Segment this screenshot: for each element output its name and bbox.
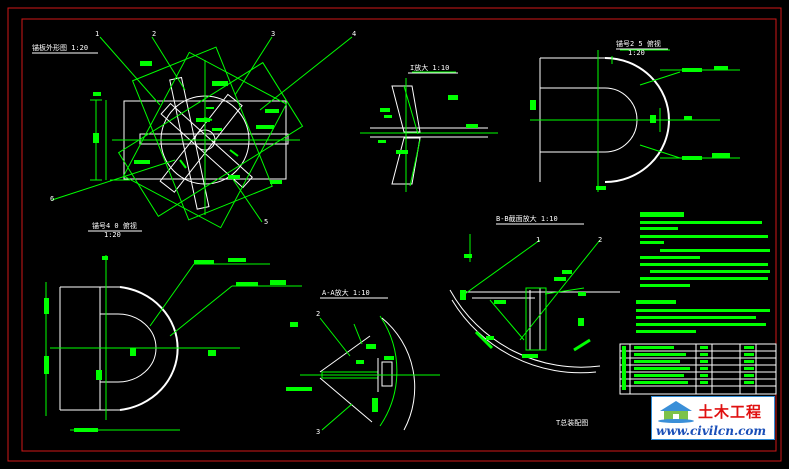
bottom-view-title: 锚号4 0 俯视 — [92, 222, 137, 230]
outer-frame — [7, 7, 782, 462]
callout-1: 1 — [95, 30, 100, 38]
house-logo-icon — [658, 401, 694, 423]
bottom-view-scale: 1:20 — [104, 231, 121, 239]
callout-5: 5 — [264, 218, 269, 226]
detail-i-title: I放大 1:10 — [410, 64, 450, 72]
callout-4: 4 — [352, 30, 357, 38]
detail-aa-view — [286, 315, 440, 431]
main-anchor-view — [51, 36, 353, 229]
inner-frame — [21, 18, 777, 452]
callout-bb-1: 1 — [536, 236, 541, 244]
top-view-scale: 1:20 — [628, 49, 645, 57]
view-title-underlines — [32, 48, 668, 299]
assembly-title: T总装配图 — [556, 419, 589, 427]
parts-table — [619, 343, 777, 395]
callout-aa-3: 3 — [316, 428, 321, 436]
logo-name: 土木工程 — [698, 403, 763, 421]
top-view-title: 锚号2 5 俯视 — [616, 40, 661, 48]
callout-2: 2 — [152, 30, 157, 38]
callout-aa-2: 2 — [316, 310, 321, 318]
detail-i-view — [360, 71, 498, 192]
top-plan-view — [530, 49, 740, 192]
detail-aa-title: A-A放大 1:10 — [322, 289, 370, 297]
logo-url: www.civilcn.com — [656, 424, 767, 438]
detail-bb-title: B-B截面放大 1:10 — [496, 215, 558, 223]
callout-bb-2: 2 — [598, 236, 603, 244]
detail-bb-view — [449, 234, 620, 374]
parts-table-entries — [622, 346, 754, 390]
callout-3: 3 — [271, 30, 276, 38]
technical-notes-block — [636, 212, 770, 333]
callout-6: 6 — [50, 195, 55, 203]
civilcn-logo: 土木工程 www.civilcn.com — [651, 396, 775, 440]
main-view-title: 锚板外形图 1:20 — [32, 44, 89, 52]
bottom-plan-view — [44, 255, 302, 432]
